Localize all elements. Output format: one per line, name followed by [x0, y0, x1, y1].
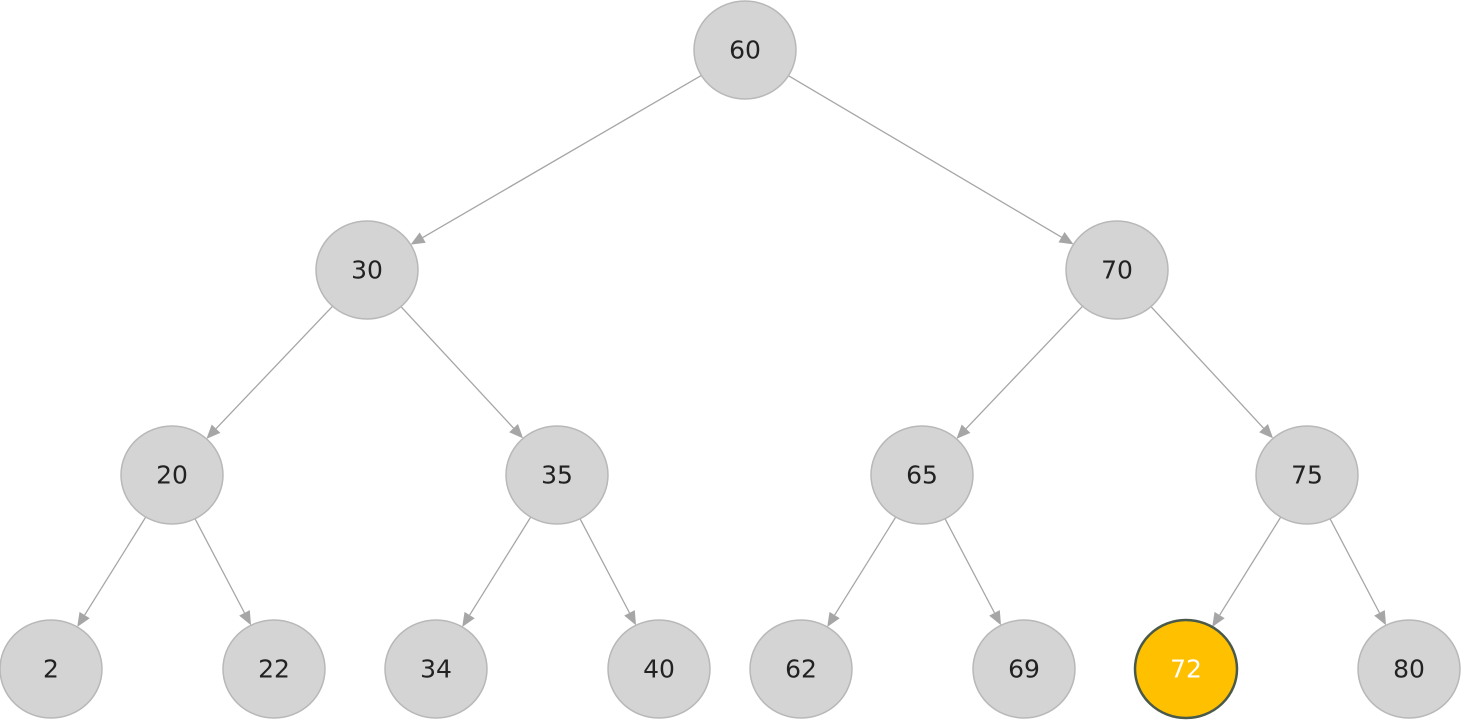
tree-node-62: 62: [749, 619, 853, 719]
edge-n75-n72: [1219, 516, 1282, 616]
arrowhead-icon: [624, 610, 637, 626]
node-label: 62: [785, 655, 817, 684]
edge-n35-n40: [579, 518, 631, 614]
tree-node-34: 34: [384, 619, 488, 719]
arrowhead-icon: [1259, 424, 1274, 439]
node-label: 22: [258, 655, 290, 684]
highlighted-node-circle: [1133, 618, 1239, 720]
node-circle: [1255, 425, 1359, 525]
arrowhead-icon: [462, 611, 475, 627]
edge-n75-n80: [1329, 518, 1381, 614]
arrowhead-icon: [239, 610, 252, 626]
tree-node-75: 75: [1255, 425, 1359, 525]
tree-node-22: 22: [222, 619, 326, 719]
tree-node-2: 2: [0, 619, 103, 719]
edge-n20-n22: [194, 518, 246, 614]
node-label: 75: [1291, 461, 1323, 490]
arrowhead-icon: [1058, 232, 1074, 245]
node-label: 2: [43, 655, 59, 684]
node-circle: [607, 619, 711, 719]
edge-n65-n62: [834, 516, 897, 616]
node-label: 70: [1101, 256, 1133, 285]
node-circle: [315, 220, 419, 320]
node-circle: [1065, 220, 1169, 320]
tree-node-72: 72: [1133, 618, 1239, 720]
arrowhead-icon: [1374, 610, 1387, 626]
tree-node-20: 20: [120, 425, 224, 525]
node-label: 65: [906, 461, 938, 490]
tree-node-35: 35: [505, 425, 609, 525]
edge-n70-n65: [965, 305, 1084, 430]
node-label: 34: [420, 655, 452, 684]
node-circle: [120, 425, 224, 525]
node-label: 35: [541, 461, 573, 490]
tree-node-70: 70: [1065, 220, 1169, 320]
arrowhead-icon: [1212, 611, 1225, 627]
arrowhead-icon: [989, 610, 1002, 626]
node-label: 40: [643, 655, 675, 684]
node-circle: [384, 619, 488, 719]
node-label: 20: [156, 461, 188, 490]
edge-n60-n30: [422, 74, 702, 239]
edge-n65-n69: [944, 518, 996, 614]
node-circle: [749, 619, 853, 719]
arrowhead-icon: [77, 611, 90, 627]
tree-node-30: 30: [315, 220, 419, 320]
node-circle: [870, 425, 974, 525]
edge-n30-n20: [215, 305, 334, 430]
tree-node-40: 40: [607, 619, 711, 719]
edges-layer: [77, 74, 1387, 627]
arrowhead-icon: [827, 611, 840, 627]
node-circle: [972, 619, 1076, 719]
node-label: 69: [1008, 655, 1040, 684]
arrowhead-icon: [410, 232, 426, 245]
edge-n30-n35: [400, 306, 515, 429]
edge-n70-n75: [1150, 306, 1265, 429]
tree-node-65: 65: [870, 425, 974, 525]
node-circle: [0, 619, 103, 719]
node-label: 60: [729, 36, 761, 65]
arrowhead-icon: [206, 424, 221, 439]
edge-n20-n2: [84, 516, 147, 616]
edge-n60-n70: [788, 75, 1062, 238]
node-label: 72: [1170, 655, 1202, 684]
node-circle: [693, 0, 797, 100]
arrowhead-icon: [956, 424, 971, 439]
tree-node-80: 80: [1357, 619, 1461, 719]
arrowhead-icon: [509, 424, 524, 439]
edge-n35-n34: [469, 516, 532, 616]
node-label: 30: [351, 256, 383, 285]
node-circle: [1357, 619, 1461, 719]
node-label: 80: [1393, 655, 1425, 684]
node-circle: [222, 619, 326, 719]
tree-node-69: 69: [972, 619, 1076, 719]
node-circle: [505, 425, 609, 525]
tree-node-60: 60: [693, 0, 797, 100]
